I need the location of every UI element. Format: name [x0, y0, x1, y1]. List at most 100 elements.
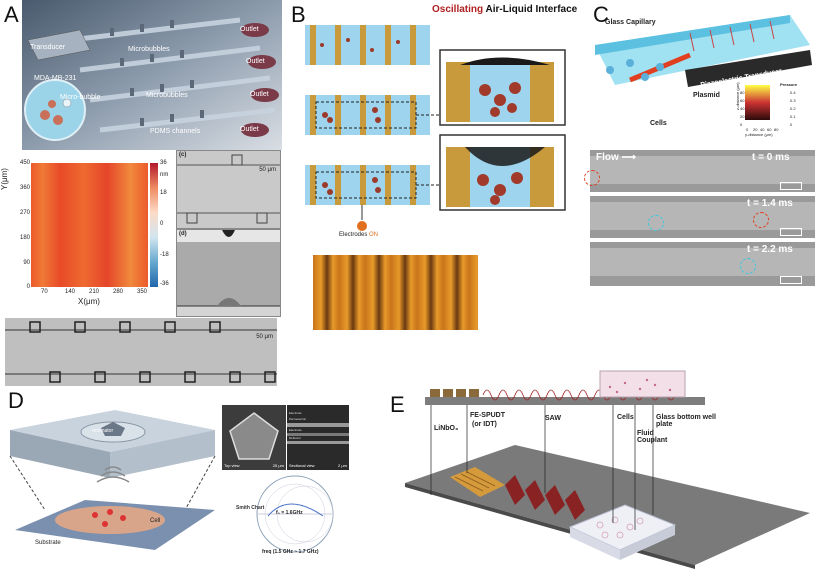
layer-reflector: Reflector: [289, 436, 302, 440]
inset-xtick: 40: [760, 127, 765, 132]
label-outlet-2: Outlet: [246, 58, 265, 65]
smith-chart: [256, 475, 334, 553]
panel-d-resonator-diagram: [9, 410, 216, 550]
title-air-liquid: Air-Liquid Interface: [483, 4, 578, 15]
colorbar-tick: -36: [160, 281, 169, 287]
timelapse-frame-2: [590, 196, 815, 238]
inset-ytick: 60: [740, 98, 745, 103]
label-outlet-1: Outlet: [240, 26, 259, 33]
label-outlet-3: Outlet: [250, 91, 269, 98]
panel-a-device-illustration: [22, 0, 282, 150]
label-mda-mb-231: MDA-MB-231: [34, 75, 77, 82]
heatmap-xlabel: X(μm): [78, 297, 100, 306]
inset-ytick: 0: [740, 122, 743, 127]
panel-b-title: Oscillating Air-Liquid Interface: [432, 4, 577, 15]
heatmap-colorbar: [150, 163, 158, 287]
frame-3-scale-bar: [780, 276, 802, 284]
panel-b-label: B: [291, 2, 306, 27]
inset-xtick: 20: [753, 127, 758, 132]
micrograph-bottom-scale: 50 μm: [256, 334, 273, 340]
heatmap-ylabel: Y(μm): [0, 168, 9, 190]
heatmap-xtick: 280: [113, 289, 124, 295]
timelapse-frame-3: [590, 242, 815, 286]
heatmap-ytick: 270: [19, 210, 30, 216]
heatmap-ytick: 450: [19, 160, 30, 166]
label-outlet-4: Outlet: [240, 126, 259, 133]
flow-text: Flow: [596, 152, 619, 163]
inset-cbar-tick: 0.2: [790, 106, 796, 111]
heatmap-yticks: 450 360 270 180 90 0: [10, 160, 30, 290]
label-fe-spudt: FE-SPUDT: [470, 412, 505, 419]
inset-xtick: 60: [767, 127, 772, 132]
panel-e-saw-diagram: [405, 370, 810, 569]
inset-cbar-tick: 0: [790, 122, 793, 127]
label-microbubbles-1: Microbubbles: [128, 46, 170, 53]
sem-top-view: Top view 25 μm: [222, 405, 286, 470]
colorbar-tick: 18: [160, 190, 167, 196]
top-view-scale: 25 μm: [272, 463, 284, 468]
label-resonator: resonator: [92, 428, 114, 434]
label-saw: SAW: [545, 415, 561, 422]
inset-cbar-tick: 0.4: [790, 90, 796, 95]
panel-d-label: D: [8, 388, 24, 413]
panel-c-capillary-diagram: [595, 15, 812, 120]
heatmap-ytick: 360: [19, 185, 30, 191]
panel-e-label: E: [390, 392, 405, 417]
electrodes-label: Electrodes ON: [339, 232, 378, 238]
micrograph-d: (d): [176, 229, 281, 317]
section-layer: [287, 441, 349, 444]
micrograph-c-scale: 50 μm: [259, 167, 276, 173]
label-substrate: Substrate: [35, 540, 61, 546]
layer-electrode-1: Electrode: [289, 411, 302, 415]
freq-range: freq (1.5 GHz ~ 1.7 GHz): [262, 549, 319, 555]
layer-electrode-2: Electrode: [289, 428, 302, 432]
heatmap-image: [31, 163, 148, 287]
frame-2-cell-marker-cyan: [648, 215, 664, 231]
inset-colorbar-title: Pressure: [780, 82, 798, 87]
frame-1-cell-marker: [584, 170, 600, 186]
colorbar-tick: -18: [160, 252, 169, 258]
label-or-idt: (or IDT): [472, 421, 497, 428]
inset-cbar-tick: 0.1: [790, 114, 796, 119]
panel-a-label: A: [4, 2, 19, 27]
micrograph-c-features: [177, 154, 280, 224]
frame-2-scale-bar: [780, 228, 802, 236]
micrograph-c: (c) 50 μm: [176, 150, 281, 229]
micrograph-bottom-features: [5, 321, 277, 383]
inset-xtick: 80: [774, 127, 779, 132]
panel-b-diagram: [305, 25, 566, 231]
heatmap-xtick: 140: [65, 289, 76, 295]
sem-sectional-view: Electrode Piezoelectric Electrode Reflec…: [287, 405, 349, 470]
micrograph-d-label: (d): [179, 231, 187, 237]
panel-c-label: C: [593, 2, 609, 27]
label-cells: Cells: [617, 414, 634, 421]
label-transducer: Transducer: [30, 44, 66, 51]
heatmap-xtick: 350: [137, 289, 148, 295]
heatmap-ytick: 180: [19, 235, 30, 241]
flow-arrow: ⟶: [621, 152, 636, 163]
frame-1-channel: [590, 156, 815, 184]
sectional-view-label: Sectional view: [289, 463, 315, 468]
heatmap-xticks: 70 140 210 280 350: [31, 289, 156, 299]
colorbar-tick: 0: [160, 221, 164, 227]
inset-xtick: 0: [746, 127, 749, 132]
time-2: t = 2.2 ms: [747, 244, 793, 255]
label-plasmid: Plasmid: [693, 92, 720, 99]
top-view-label: Top view: [224, 463, 240, 468]
label-cell: Cell: [150, 518, 161, 524]
heatmap-xtick: 70: [41, 289, 48, 295]
heatmap-xtick: 210: [89, 289, 100, 295]
time-1: t = 1.4 ms: [747, 198, 793, 209]
micrograph-d-features: [177, 230, 280, 307]
panel-b-micrograph: [313, 255, 478, 330]
inset-cbar-tick: 0.3: [790, 98, 796, 103]
frame-1-scale-bar: [780, 182, 802, 190]
title-oscillating: Oscillating: [432, 4, 484, 15]
heatmap-ytick: 90: [23, 260, 30, 266]
label-micro-bubble: Micro-bubble: [60, 94, 101, 101]
label-pdms-channels: PDMS channels: [150, 128, 201, 135]
micrograph-bottom: 50 μm: [5, 318, 277, 386]
flow-label: Flow ⟶: [596, 152, 636, 163]
micrograph-c-label: (c): [179, 152, 187, 158]
label-fluid-couplant: Fluid Couplant: [637, 430, 668, 444]
